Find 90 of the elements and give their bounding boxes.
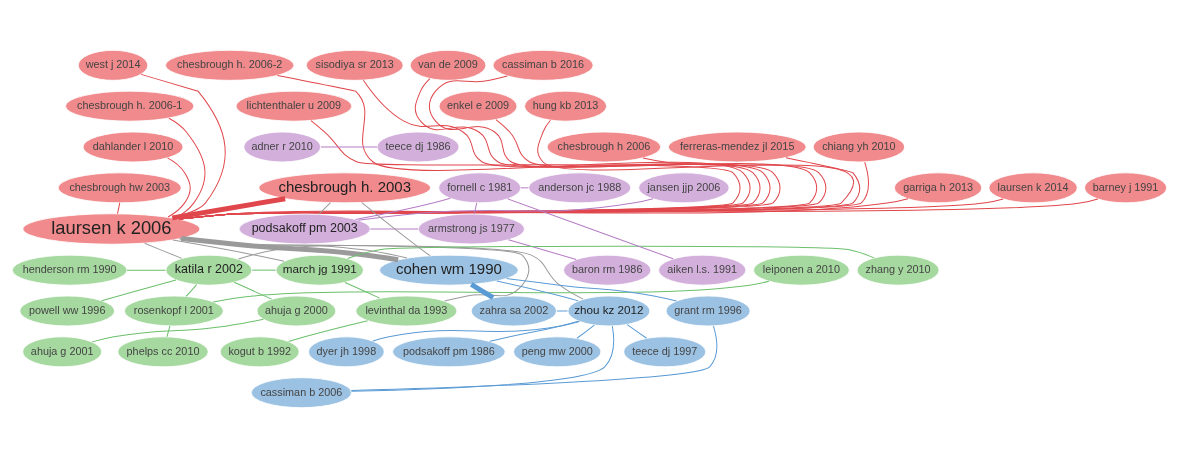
connector bbox=[168, 117, 206, 219]
node-ellipse: armstrong js 1977 bbox=[417, 213, 525, 244]
connector bbox=[318, 201, 331, 215]
node-ellipse: ahuja g 2001 bbox=[22, 335, 103, 367]
connector bbox=[507, 238, 577, 260]
connector bbox=[144, 242, 183, 259]
node-ellipse: ahuja g 2000 bbox=[256, 295, 337, 326]
node-ellipse: chesbrough h. 2006-2 bbox=[165, 49, 295, 81]
node-ellipse: aiken l.s. 1991 bbox=[658, 254, 747, 286]
node-ellipse: powell ww 1996 bbox=[19, 295, 115, 326]
connector bbox=[185, 283, 198, 297]
connector bbox=[251, 269, 277, 271]
connector bbox=[117, 201, 121, 214]
connector bbox=[372, 320, 580, 341]
node-ellipse: dyer jh 1998 bbox=[308, 335, 385, 367]
connector bbox=[496, 280, 579, 301]
node-ellipse: zahra sa 2002 bbox=[470, 295, 557, 326]
connector bbox=[556, 310, 568, 311]
node-ellipse: march jg 1991 bbox=[275, 254, 364, 286]
node-ellipse: henderson rm 1990 bbox=[11, 254, 128, 286]
node-ellipse: dahlander l 2010 bbox=[82, 131, 184, 162]
connector bbox=[179, 237, 530, 302]
node-ellipse: garriga h 2013 bbox=[893, 171, 983, 203]
connector bbox=[166, 324, 171, 337]
node-ellipse: leiponen a 2010 bbox=[753, 254, 850, 286]
node-ellipse: grant rm 1996 bbox=[665, 295, 751, 326]
connector bbox=[357, 197, 654, 221]
connector bbox=[179, 237, 584, 300]
node-ellipse: barney j 1991 bbox=[1084, 171, 1168, 203]
connector bbox=[180, 235, 399, 262]
node-ellipse: laursen k 2014 bbox=[988, 171, 1078, 203]
connector bbox=[172, 239, 285, 262]
connector bbox=[355, 197, 451, 220]
node-ellipse: hung kb 2013 bbox=[524, 90, 607, 122]
node-ellipse: zhang y 2010 bbox=[856, 254, 940, 286]
connector bbox=[626, 323, 648, 339]
node-ellipse: zhou kz 2012 bbox=[567, 295, 651, 326]
connector bbox=[126, 269, 166, 271]
node-ellipse: cassiman b 2016 bbox=[492, 49, 594, 81]
connector bbox=[238, 244, 408, 260]
node-ellipse: peng mw 2000 bbox=[513, 335, 602, 367]
node-ellipse: jansen jjp 2006 bbox=[638, 171, 730, 203]
node-ellipse: anderson jc 1988 bbox=[528, 171, 632, 203]
node-ellipse: laursen k 2006 bbox=[22, 212, 201, 245]
node-ellipse: chesbrough h. 2003 bbox=[258, 171, 431, 203]
node-ellipse: cohen wm 1990 bbox=[379, 254, 519, 286]
node-ellipse: west j 2014 bbox=[77, 49, 149, 81]
connector bbox=[469, 281, 495, 300]
node-ellipse: fornell c 1981 bbox=[438, 171, 522, 203]
connector bbox=[212, 280, 770, 302]
connector bbox=[473, 201, 478, 214]
connector bbox=[369, 228, 419, 229]
connector bbox=[91, 318, 264, 342]
node-ellipse: cassiman b 2006 bbox=[250, 376, 352, 408]
connector bbox=[171, 195, 286, 220]
node-ellipse: enkel e 2009 bbox=[438, 90, 518, 122]
node-ellipse: sisodiya sr 2013 bbox=[305, 49, 404, 81]
connector bbox=[489, 320, 579, 342]
node-ellipse: levinthal da 1993 bbox=[355, 295, 458, 326]
connector bbox=[350, 324, 718, 391]
connector bbox=[576, 324, 595, 339]
connector bbox=[320, 146, 378, 147]
node-ellipse: van de 2009 bbox=[409, 49, 487, 81]
connector bbox=[140, 73, 226, 218]
connector bbox=[351, 325, 615, 392]
node-ellipse: chiang yh 2010 bbox=[812, 131, 906, 162]
node-ellipse: podsakoff pm 1986 bbox=[392, 335, 506, 367]
node-ellipse: podsakoff pm 2003 bbox=[238, 213, 371, 244]
connector bbox=[101, 279, 177, 301]
node-ellipse: chesbrough h 2006 bbox=[546, 131, 662, 162]
node-ellipse: katila r 2002 bbox=[165, 254, 253, 286]
node-ellipse: teece dj 1986 bbox=[376, 131, 460, 162]
connector bbox=[167, 156, 191, 217]
node-ellipse: ferreras-mendez jl 2015 bbox=[667, 131, 807, 162]
node-ellipse: adner r 2010 bbox=[243, 131, 322, 162]
node-ellipse: phelps cc 2010 bbox=[117, 335, 209, 367]
connector bbox=[288, 319, 369, 342]
connector bbox=[361, 201, 431, 256]
connector bbox=[506, 277, 677, 302]
node-ellipse: lichtenthaler u 2009 bbox=[235, 90, 353, 122]
connector bbox=[344, 281, 381, 299]
node-ellipse: baron rm 1986 bbox=[563, 254, 652, 286]
node-ellipse: chesbrough h. 2006-1 bbox=[65, 90, 195, 122]
node-ellipse: chesbrough hw 2003 bbox=[57, 171, 182, 203]
connector bbox=[347, 245, 875, 259]
connector bbox=[507, 197, 674, 259]
node-ellipse: rosenkopf l 2001 bbox=[124, 295, 224, 326]
node-ellipse: kogut b 1992 bbox=[219, 335, 300, 367]
connector bbox=[233, 281, 273, 300]
node-ellipse: teece dj 1997 bbox=[623, 335, 707, 367]
